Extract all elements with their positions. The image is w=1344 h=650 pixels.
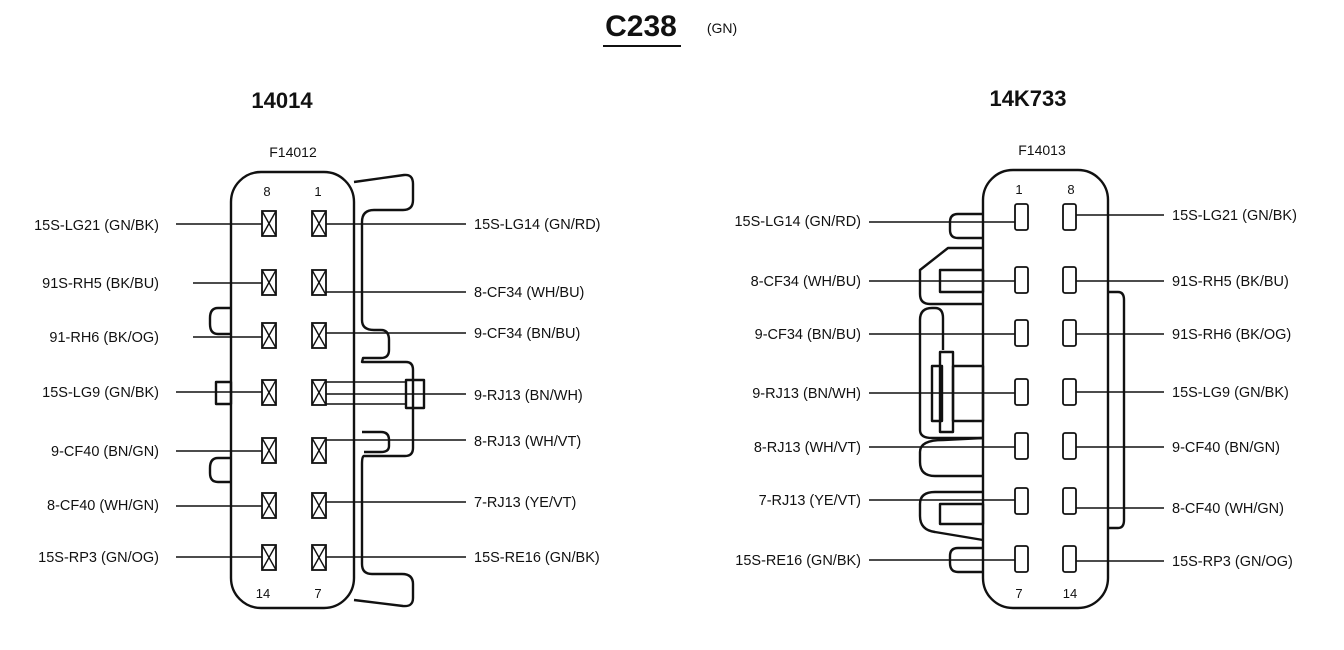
cavity-terminal bbox=[311, 322, 327, 349]
latch-tab-left bbox=[362, 430, 391, 454]
cavity-terminal bbox=[261, 437, 277, 464]
wire-label: 8-RJ13 (WH/VT) bbox=[474, 434, 581, 450]
wire-label: 15S-RE16 (GN/BK) bbox=[474, 550, 600, 566]
wire-label: 9-CF34 (BN/BU) bbox=[755, 327, 861, 343]
wire-label: 91S-RH5 (BK/BU) bbox=[1172, 274, 1289, 290]
latch-top-right bbox=[948, 212, 983, 240]
connector-housing-right bbox=[981, 168, 1110, 610]
part-number-left: 14014 bbox=[251, 88, 313, 113]
cavity-terminal bbox=[1014, 319, 1029, 347]
diagram-title: C238 bbox=[605, 10, 677, 43]
wire-label: 8-CF40 (WH/GN) bbox=[47, 498, 159, 514]
cavity-terminal bbox=[1062, 319, 1077, 347]
wire-label: 15S-RE16 (GN/BK) bbox=[735, 553, 861, 569]
latch-upper-right bbox=[918, 246, 983, 306]
wire-label: 15S-LG9 (GN/BK) bbox=[42, 385, 159, 401]
wire-label: 7-RJ13 (YE/VT) bbox=[474, 495, 576, 511]
wire-label: 15S-LG9 (GN/BK) bbox=[1172, 385, 1289, 401]
side-rail-right bbox=[1108, 290, 1126, 530]
part-number-right: 14K733 bbox=[989, 86, 1066, 111]
pin-number-7-left: 7 bbox=[314, 586, 321, 601]
latch-lower-right bbox=[918, 436, 984, 478]
wire-label: 7-RJ13 (YE/VT) bbox=[759, 493, 861, 509]
cavity-terminal bbox=[261, 322, 277, 349]
wire-label: 8-CF34 (WH/BU) bbox=[474, 285, 584, 301]
cavity-terminal bbox=[1014, 487, 1029, 515]
wire-label: 15S-LG14 (GN/RD) bbox=[474, 217, 601, 233]
cavity-terminal bbox=[261, 379, 277, 406]
wire-label: 9-CF40 (BN/GN) bbox=[1172, 440, 1280, 456]
latch-outline-left bbox=[353, 173, 415, 608]
pin-number-14-right: 14 bbox=[1063, 586, 1077, 601]
wire-label: 9-CF34 (BN/BU) bbox=[474, 326, 580, 342]
connector-housing-left bbox=[229, 170, 356, 610]
wire-label: 9-RJ13 (BN/WH) bbox=[474, 388, 583, 404]
cavity-terminal bbox=[1014, 203, 1029, 231]
pin-number-7-right: 7 bbox=[1015, 586, 1022, 601]
cavity-terminal bbox=[311, 437, 327, 464]
wire-label: 8-RJ13 (WH/VT) bbox=[754, 440, 861, 456]
pin-number-14-left: 14 bbox=[256, 586, 270, 601]
pin-number-8-right: 8 bbox=[1067, 182, 1074, 197]
pin-number-1-right: 1 bbox=[1015, 182, 1022, 197]
wire-label: 9-CF40 (BN/GN) bbox=[51, 444, 159, 460]
wire-label: 91S-RH5 (BK/BU) bbox=[42, 276, 159, 292]
wire-label: 15S-RP3 (GN/OG) bbox=[38, 550, 159, 566]
cavity-terminal bbox=[1014, 266, 1029, 294]
wire-label: 15S-LG21 (GN/BK) bbox=[1172, 208, 1297, 224]
cavity-terminal bbox=[1062, 487, 1077, 515]
pin-number-8-left: 8 bbox=[263, 184, 270, 199]
part-subnumber-left: F14012 bbox=[269, 144, 317, 160]
title-color-code: (GN) bbox=[707, 20, 737, 36]
cavity-terminal bbox=[261, 492, 277, 519]
cavity-terminal bbox=[261, 210, 277, 237]
wire-label: 15S-LG21 (GN/BK) bbox=[34, 218, 159, 234]
cavity-terminal bbox=[261, 544, 277, 571]
cavity-terminal bbox=[311, 492, 327, 519]
cavity-terminal bbox=[1014, 378, 1029, 406]
cavity-terminal bbox=[1062, 545, 1077, 573]
cavity-terminal bbox=[1062, 203, 1077, 231]
connector-left: 14014 F14012 8 1 14 7 bbox=[34, 88, 601, 610]
cavity-terminal bbox=[1014, 432, 1029, 460]
wire-label: 15S-RP3 (GN/OG) bbox=[1172, 554, 1293, 570]
cavity-terminal bbox=[1062, 432, 1077, 460]
part-subnumber-right: F14013 bbox=[1018, 142, 1066, 158]
side-bump-lower-left bbox=[208, 456, 231, 484]
wire-label: 91S-RH6 (BK/OG) bbox=[1172, 327, 1291, 343]
latch-bottom-right bbox=[918, 490, 984, 542]
wire-label: 15S-LG14 (GN/RD) bbox=[734, 214, 861, 230]
cavity-terminal bbox=[311, 210, 327, 237]
cavity-terminal bbox=[1062, 378, 1077, 406]
side-bump-upper-left bbox=[208, 306, 231, 336]
cavity-terminal bbox=[311, 269, 327, 296]
wire-label: 91-RH6 (BK/OG) bbox=[49, 330, 159, 346]
wire-label: 8-CF40 (WH/GN) bbox=[1172, 501, 1284, 517]
latch-mid-right bbox=[918, 306, 983, 440]
cavity-terminal bbox=[311, 379, 327, 406]
wire-label: 8-CF34 (WH/BU) bbox=[751, 274, 861, 290]
latch-bottom-inner-right bbox=[938, 502, 985, 526]
side-key-left bbox=[214, 380, 233, 406]
cavity-terminal bbox=[311, 544, 327, 571]
wire-label: 9-RJ13 (BN/WH) bbox=[752, 386, 861, 402]
cavity-terminal bbox=[261, 269, 277, 296]
cavity-terminal bbox=[1014, 545, 1029, 573]
connector-right: 14K733 F14013 1 8 7 14 bbox=[734, 86, 1297, 610]
cavity-terminal bbox=[1062, 266, 1077, 294]
pin-number-1-left: 1 bbox=[314, 184, 321, 199]
